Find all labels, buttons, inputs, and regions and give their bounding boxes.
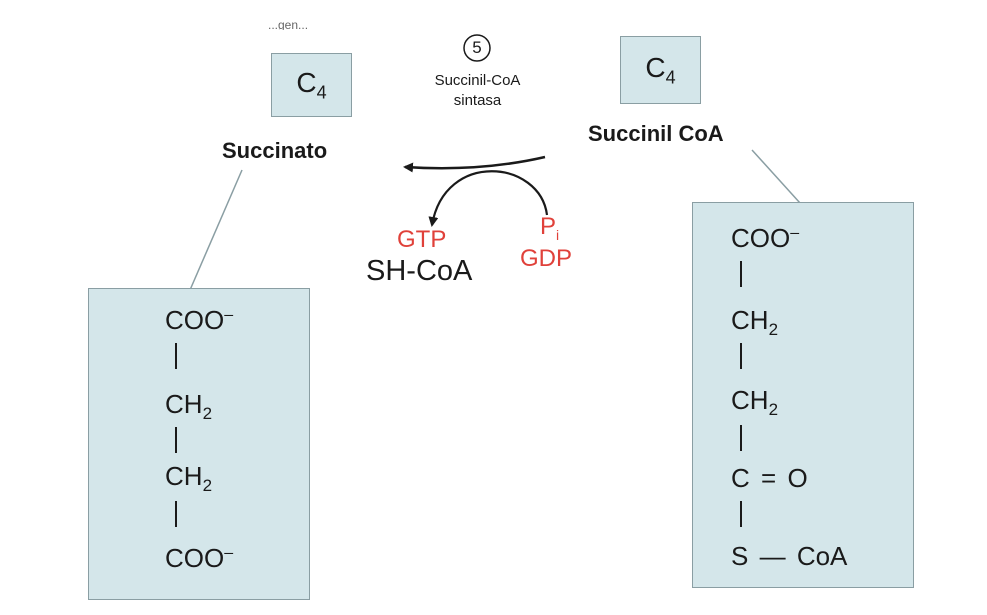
right-bond-3 xyxy=(740,425,742,451)
right-connector-line xyxy=(751,149,801,204)
right-molecule-name: Succinil CoA xyxy=(588,121,724,146)
reaction-arrow xyxy=(403,155,546,173)
right-bond-1 xyxy=(740,261,742,287)
left-struct-ch2-b: CH2 xyxy=(165,461,213,496)
right-bond-2 xyxy=(740,343,742,369)
enzyme-label: Succinil-CoA sintasa xyxy=(405,71,550,111)
step-circle-icon xyxy=(463,34,491,62)
reactant-pi: Pi xyxy=(540,213,560,243)
enzyme-line-2: sintasa xyxy=(453,92,502,109)
left-bond-2 xyxy=(175,427,177,453)
product-shcoa: SH-CoA xyxy=(366,255,473,287)
right-struct-carbonyl: C = O xyxy=(731,463,808,493)
left-c4-box: C4 xyxy=(271,53,352,117)
product-gtp: GTP xyxy=(397,226,447,253)
right-struct-thioester: S — CoA xyxy=(731,541,848,571)
step-number: 5 xyxy=(472,38,482,57)
right-c4-box: C4 xyxy=(620,36,701,104)
left-bond-1 xyxy=(175,343,177,369)
top-clipped-text: ...gen... xyxy=(268,18,309,30)
right-struct-ch2-a: CH2 xyxy=(731,305,779,340)
reactant-gdp: GDP xyxy=(520,245,573,272)
right-structure-box: COO– CH2 CH2 C = O S — CoA xyxy=(692,202,914,588)
left-molecule-name: Succinato xyxy=(222,138,328,163)
right-struct-ch2-b: CH2 xyxy=(731,385,779,420)
left-c4-label: C4 xyxy=(296,66,327,103)
left-connector-line xyxy=(189,169,243,291)
enzyme-line-1: Succinil-CoA xyxy=(434,72,521,89)
right-struct-top: COO– xyxy=(731,223,800,253)
left-structure-box: COO– CH2 CH2 COO– xyxy=(88,288,310,600)
left-bond-3 xyxy=(175,501,177,527)
right-c4-label: C4 xyxy=(645,51,676,88)
left-struct-top: COO– xyxy=(165,305,234,335)
left-struct-ch2-a: CH2 xyxy=(165,389,213,424)
left-struct-bottom: COO– xyxy=(165,543,234,573)
right-bond-4 xyxy=(740,501,742,527)
side-arrow xyxy=(428,170,549,227)
